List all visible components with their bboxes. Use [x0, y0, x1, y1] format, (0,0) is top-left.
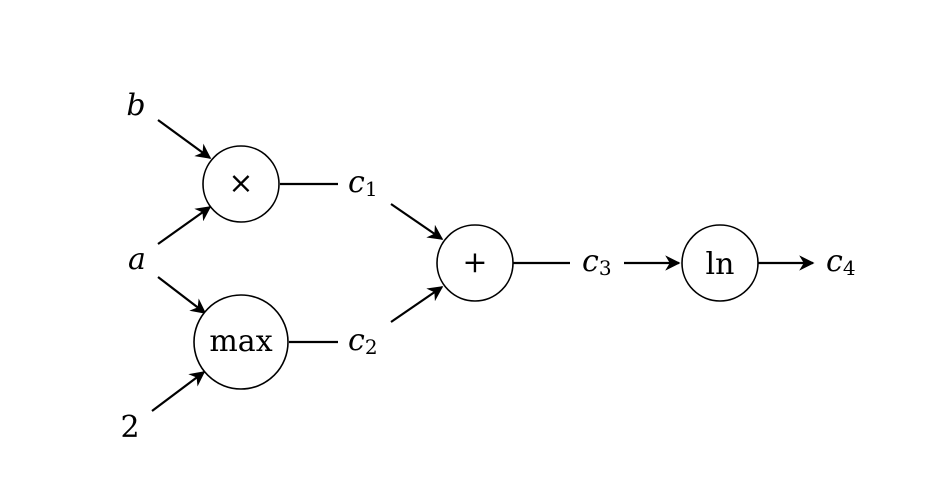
edge-c1-to-plus: [390, 203, 444, 240]
edge-c2-to-plus: [390, 286, 444, 323]
edge-two-to-max: [151, 371, 206, 412]
ln-symbol: ln: [706, 247, 735, 282]
max-node: max: [193, 294, 289, 390]
input-two-label: 2: [120, 410, 139, 445]
ln-node: ln: [681, 224, 759, 302]
input-b-label: b: [126, 88, 145, 123]
c4-label: c4: [826, 244, 856, 280]
edge-a-to-max: [157, 276, 207, 314]
max-symbol: max: [209, 324, 272, 359]
c3-label: c3: [582, 244, 612, 280]
edge-a-to-multiply: [157, 206, 212, 245]
multiply-node: ×: [202, 145, 280, 223]
edge-b-to-multiply: [157, 119, 212, 159]
plus-node: +: [436, 224, 514, 302]
plus-symbol: +: [462, 245, 487, 280]
c2-label: c2: [348, 323, 378, 359]
multiply-symbol: ×: [228, 166, 253, 201]
c1-label: c1: [348, 165, 378, 201]
input-a-label: a: [128, 242, 146, 277]
